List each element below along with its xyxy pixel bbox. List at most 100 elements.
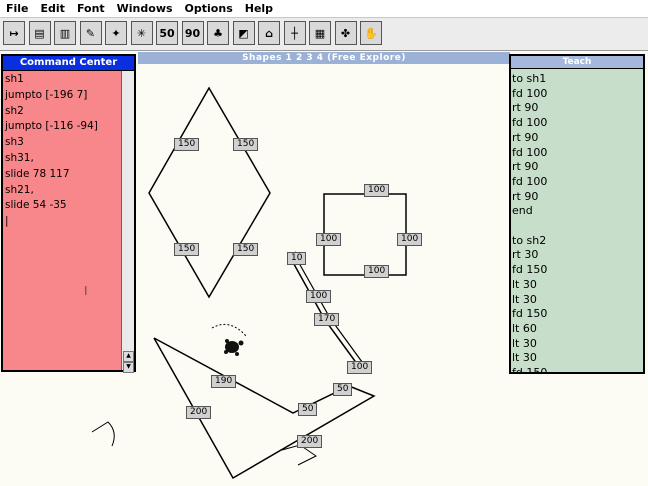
menu-help[interactable]: Help — [244, 2, 274, 15]
command-line: | — [5, 215, 9, 228]
turtle-icon[interactable]: ✦ — [105, 21, 127, 45]
stamp-icon-glyph: ✳ — [136, 26, 147, 40]
teach-line: fd 150 — [512, 366, 548, 374]
teach-line: rt 30 — [512, 248, 539, 262]
command-line: sh31, — [5, 151, 34, 164]
stop-hand-icon[interactable]: ✋ — [360, 21, 382, 45]
turtle-icon-glyph: ✦ — [111, 26, 121, 40]
triangle-value-label[interactable]: 200 — [297, 435, 323, 448]
zigzag-value-label[interactable]: 100 — [306, 290, 332, 303]
slider-50-icon[interactable]: 50 — [156, 21, 178, 45]
teach-line: rt 90 — [512, 130, 539, 144]
triangle-value-label[interactable]: 50 — [298, 403, 318, 416]
square-value-label[interactable]: 100 — [364, 184, 390, 197]
rhombus-value-label[interactable]: 150 — [233, 138, 259, 151]
paint-bucket-icon[interactable]: ♣ — [207, 21, 229, 45]
command-line: sh21, — [5, 183, 34, 196]
text-page-icon[interactable]: ▥ — [54, 21, 76, 45]
turtle-icon[interactable] — [211, 323, 247, 356]
rhombus-shape — [148, 86, 271, 299]
menu-edit[interactable]: Edit — [40, 2, 65, 15]
text-cursor-icon: I — [84, 284, 88, 298]
command-center[interactable]: Command Center sh1 jumpto [-196 7] sh2 jump… — [1, 54, 136, 373]
menu-bar: File Edit Font Windows Options Help — [0, 0, 648, 18]
pencil-icon-glyph: ✎ — [85, 26, 96, 40]
text-page-icon-glyph: ▥ — [59, 26, 71, 40]
scroll-down-arrow-icon[interactable]: ▼ — [123, 362, 134, 373]
coordinate-icon-glyph: ┼ — [291, 26, 298, 40]
teach-line: fd 100 — [512, 116, 548, 130]
teach-line: rt 90 — [512, 160, 539, 174]
turtle-trace — [91, 421, 115, 447]
zigzag-value-label[interactable]: 10 — [287, 252, 307, 265]
zigzag-shape-inner — [294, 255, 366, 367]
stop-hand-icon-glyph: ✋ — [364, 26, 378, 40]
teach-line: end — [512, 204, 533, 218]
pencil-icon[interactable]: ✎ — [79, 21, 102, 45]
slider-90-icon-glyph: 90 — [184, 26, 201, 40]
teach-line: lt 30 — [512, 277, 537, 291]
footprints-icon[interactable]: ✤ — [334, 21, 357, 45]
teach-line: to sh1 — [512, 72, 547, 85]
footprints-icon-glyph: ✤ — [340, 26, 351, 40]
zigzag-value-label[interactable]: 50 — [333, 383, 353, 396]
teach-line: lt 30 — [512, 351, 537, 365]
teach-line: lt 30 — [512, 292, 537, 306]
command-line: sh3 — [5, 136, 24, 149]
slider-90-icon[interactable]: 90 — [181, 21, 204, 45]
scroll-up-arrow-icon[interactable]: ▲ — [123, 351, 134, 362]
command-center-title: Command Center — [3, 56, 134, 71]
triangle-value-label[interactable]: 190 — [211, 375, 237, 388]
enter-icon[interactable]: ↦ — [3, 21, 25, 45]
square-value-label[interactable]: 100 — [364, 265, 390, 278]
eraser-icon-glyph: ◩ — [238, 26, 249, 40]
rhombus-value-label[interactable]: 150 — [174, 138, 200, 151]
teach-line: to sh2 — [512, 233, 547, 247]
teach-line: rt 90 — [512, 101, 539, 115]
eraser-icon[interactable]: ◩ — [232, 21, 255, 45]
zigzag-value-label[interactable]: 170 — [314, 313, 340, 326]
teach-line: lt 60 — [512, 321, 537, 335]
command-center-scrollbar[interactable]: ▲ ▼ — [121, 71, 134, 373]
square-value-label[interactable]: 100 — [316, 233, 342, 246]
new-page-icon-glyph: ▤ — [34, 26, 45, 40]
home-icon-glyph: ⌂ — [265, 26, 273, 40]
page-title: Shapes 1 2 3 4 (Free Explore) — [138, 52, 510, 64]
grid-icon[interactable]: ▦ — [309, 21, 331, 45]
menu-font[interactable]: Font — [76, 2, 105, 15]
teach-line: fd 100 — [512, 174, 548, 188]
square-value-label[interactable]: 100 — [397, 233, 423, 246]
teach-line: fd 150 — [512, 263, 548, 277]
menu-options[interactable]: Options — [184, 2, 233, 15]
menu-file[interactable]: File — [6, 2, 29, 15]
command-line: jumpto [-196 7] — [5, 88, 88, 101]
command-line: sh1 — [5, 73, 24, 85]
triangle-shape — [153, 337, 376, 480]
teach-line: fd 100 — [512, 145, 548, 159]
command-line: sh2 — [5, 104, 24, 117]
triangle-value-label[interactable]: 200 — [186, 406, 212, 419]
new-page-icon[interactable]: ▤ — [28, 21, 51, 45]
zigzag-value-label[interactable]: 100 — [347, 361, 373, 374]
rhombus-value-label[interactable]: 150 — [233, 243, 259, 256]
turtle-trace-2 — [281, 444, 317, 466]
teach-title: Teach — [511, 56, 643, 69]
teach-line: lt 30 — [512, 336, 537, 350]
teach-line: fd 100 — [512, 86, 548, 100]
slider-50-icon-glyph: 50 — [159, 26, 175, 40]
rhombus-value-label[interactable]: 150 — [174, 243, 200, 256]
menu-windows[interactable]: Windows — [116, 2, 173, 15]
command-line: slide 54 -35 — [5, 199, 67, 212]
toolbar: ↦ ▤ ▥ ✎ ✦ ✳ 50 90 ♣ ◩ ⌂ ┼ ▦ ✤ ✋ — [0, 18, 648, 51]
command-line: jumpto [-116 -94] — [5, 120, 98, 133]
home-icon[interactable]: ⌂ — [258, 21, 280, 45]
grid-icon-glyph: ▦ — [314, 26, 326, 40]
command-center-text[interactable]: sh1 jumpto [-196 7] sh2 jumpto [-116 -94] sh… — [5, 72, 98, 230]
paint-bucket-icon-glyph: ♣ — [213, 26, 223, 40]
stamp-icon[interactable]: ✳ — [130, 21, 153, 45]
teach-line — [512, 219, 547, 234]
coordinate-icon[interactable]: ┼ — [283, 21, 306, 45]
teach-line: fd 150 — [512, 307, 548, 321]
